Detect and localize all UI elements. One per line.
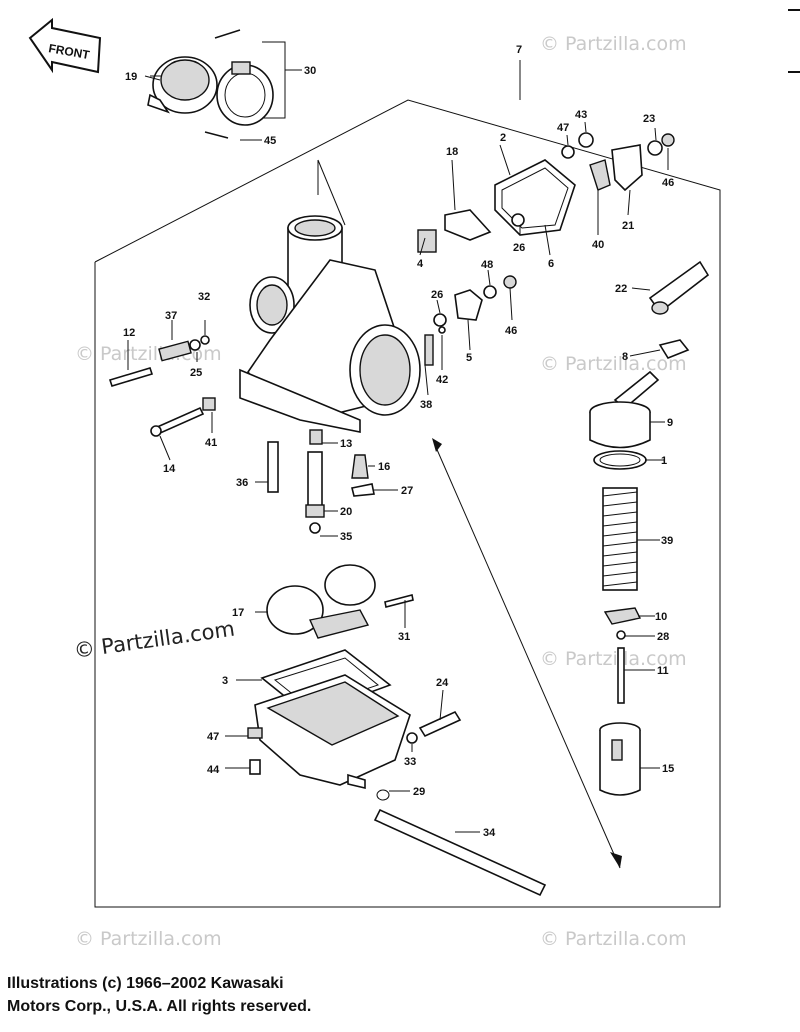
callout-26: 26: [513, 242, 525, 254]
assembly-outline: [94, 99, 721, 908]
carburetor-body: [239, 159, 421, 433]
intake-adapter: [147, 29, 302, 141]
callout-30: 30: [304, 65, 316, 77]
callout-25: 25: [190, 367, 202, 379]
callout-28: 28: [657, 631, 669, 643]
copyright-notice: Illustrations (c) 1966–2002 Kawasaki Mot…: [7, 972, 311, 1018]
assembly-arrows: [432, 438, 622, 869]
callout-9: 9: [667, 417, 673, 429]
callout-34: 34: [483, 827, 496, 839]
callout-35: 35: [340, 531, 352, 543]
callout-4: 4: [417, 258, 424, 270]
callout-3: 3: [222, 675, 228, 687]
callout-17: 17: [232, 607, 244, 619]
callout-44: 44: [207, 764, 220, 776]
float-assembly: [266, 564, 414, 639]
callout-10: 10: [655, 611, 667, 623]
callout-5: 5: [466, 352, 472, 364]
callout-16: 16: [378, 461, 390, 473]
callout-33: 33: [404, 756, 416, 768]
watermark: © Partzilla.com: [540, 353, 687, 375]
callout-42: 42: [436, 374, 448, 386]
float-bowl: [247, 649, 547, 897]
callout-24: 24: [436, 677, 449, 689]
callout-2: 2: [500, 132, 506, 144]
callout-46: 46: [662, 177, 674, 189]
copyright-line-2: Motors Corp., U.S.A. All rights reserved…: [7, 998, 312, 1015]
callout-20: 20: [340, 506, 352, 518]
callout-14: 14: [163, 463, 176, 475]
callout-26: 26: [431, 289, 443, 301]
callout-labels: 1 2 3 4 5 6 7 8 9 10 11 12 13 14 15 16 1…: [123, 44, 674, 839]
watermark-large: © Partzilla.com: [72, 617, 236, 663]
watermark: © Partzilla.com: [540, 33, 687, 55]
callout-27: 27: [401, 485, 413, 497]
callout-1: 1: [661, 455, 667, 467]
callout-19: 19: [125, 71, 137, 83]
callout-36: 36: [236, 477, 248, 489]
callout-18: 18: [446, 146, 458, 158]
jet-parts: [267, 429, 375, 534]
callout-29: 29: [413, 786, 425, 798]
watermark: © Partzilla.com: [540, 928, 687, 950]
callout-31: 31: [398, 631, 410, 643]
callout-6: 6: [548, 258, 554, 270]
spring: [602, 487, 638, 591]
slide-assembly: [589, 260, 710, 796]
callout-21: 21: [622, 220, 634, 232]
callout-7: 7: [516, 44, 522, 56]
callout-46: 46: [505, 325, 517, 337]
callout-45: 45: [264, 135, 276, 147]
callout-40: 40: [592, 239, 604, 251]
watermark: © Partzilla.com: [540, 648, 687, 670]
callout-12: 12: [123, 327, 135, 339]
top-cover-parts: [417, 132, 675, 366]
callout-13: 13: [340, 438, 352, 450]
front-arrow: FRONT: [28, 17, 102, 74]
callout-38: 38: [420, 399, 432, 411]
left-screws: [108, 335, 216, 437]
leader-lines: [127, 75, 669, 833]
callout-48: 48: [481, 259, 493, 271]
callout-39: 39: [661, 535, 673, 547]
callout-23: 23: [643, 113, 655, 125]
callout-22: 22: [615, 283, 627, 295]
callout-47: 47: [557, 122, 569, 134]
callout-15: 15: [662, 763, 674, 775]
callout-47: 47: [207, 731, 219, 743]
callout-37: 37: [165, 310, 177, 322]
callout-41: 41: [205, 437, 217, 449]
callout-43: 43: [575, 109, 587, 121]
callout-32: 32: [198, 291, 210, 303]
callout-11: 11: [657, 665, 669, 677]
callout-8: 8: [622, 351, 628, 363]
watermark: © Partzilla.com: [75, 928, 222, 950]
copyright-line-1: Illustrations (c) 1966–2002 Kawasaki: [7, 975, 284, 992]
